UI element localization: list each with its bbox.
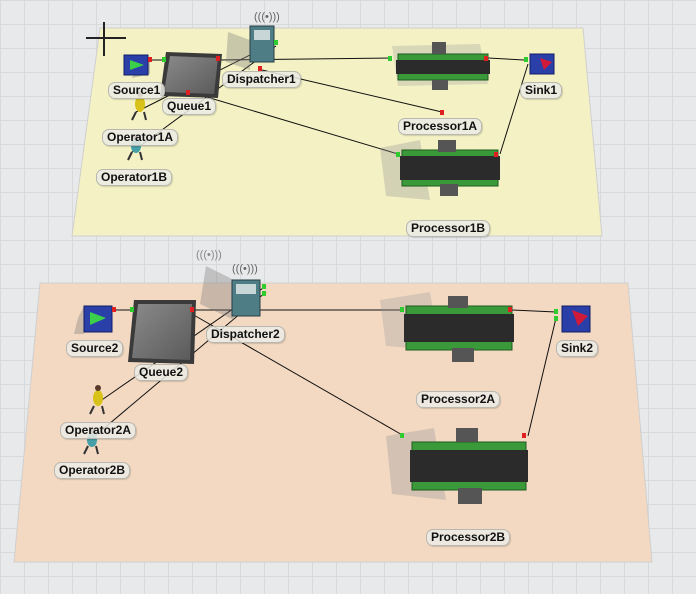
label-sink-2[interactable]: Sink2 [556,340,599,357]
sink-1[interactable] [529,53,555,75]
processor-2a[interactable] [380,292,514,362]
label-processor-1a[interactable]: Processor1A [398,118,483,135]
queue-1[interactable] [160,52,222,98]
label-sink-1[interactable]: Sink1 [520,82,563,99]
crosshair-cursor-icon [86,22,126,56]
processor-1a[interactable] [392,42,490,90]
processor-1b[interactable] [380,140,500,200]
sink-2[interactable] [561,305,591,333]
label-queue-1[interactable]: Queue1 [162,98,217,115]
radio-antenna-icon: (((•))) [232,263,258,275]
ports-model-1 [148,40,528,157]
processor-2b[interactable] [386,428,528,504]
label-queue-2[interactable]: Queue2 [134,364,189,381]
label-operator-1a[interactable]: Operator1A [102,129,179,146]
operator-2a[interactable] [89,385,105,415]
label-operator-1b[interactable]: Operator1B [96,169,173,186]
label-source-2[interactable]: Source2 [66,340,124,357]
label-dispatcher-1[interactable]: Dispatcher1 [222,71,301,88]
label-processor-1b[interactable]: Processor1B [406,220,491,237]
queue-2[interactable] [128,300,196,364]
label-dispatcher-2[interactable]: Dispatcher2 [206,326,285,343]
label-processor-2b[interactable]: Processor2B [426,529,511,546]
dispatcher-2[interactable]: (((•))) (((•))) [196,249,261,320]
radio-antenna-icon: (((•))) [254,11,280,23]
label-source-1[interactable]: Source1 [108,82,166,99]
source-2[interactable] [74,305,113,334]
ports-model-2 [112,284,558,438]
label-operator-2b[interactable]: Operator2B [54,462,131,479]
label-operator-2a[interactable]: Operator2A [60,422,137,439]
radio-antenna-icon: (((•))) [196,249,222,261]
source-1[interactable] [123,54,150,78]
label-processor-2a[interactable]: Processor2A [416,391,501,408]
dispatcher-1[interactable]: (((•))) [226,11,280,70]
